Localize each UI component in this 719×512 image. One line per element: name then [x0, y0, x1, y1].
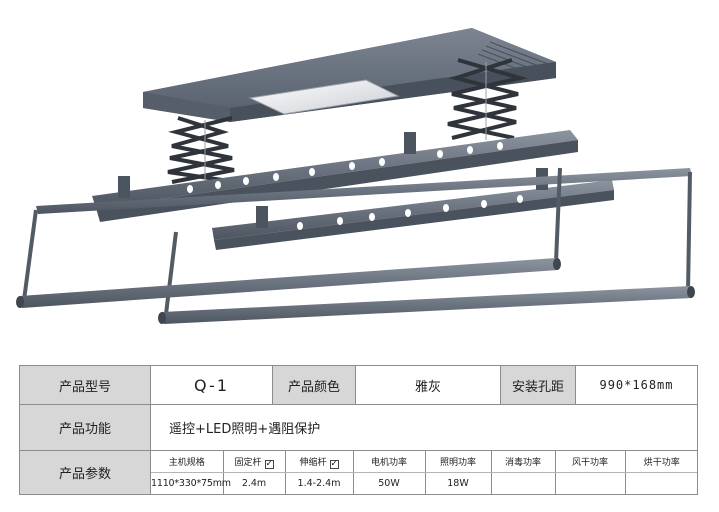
param-name-air-dry-power: 风干功率 [554, 451, 625, 473]
param-value-light-power: 18W [424, 472, 491, 494]
params-names-row: 主机规格 固定杆✓ 伸缩杆✓ 电机功率 照明功率 消毒功率 风干功率 烘干功率 [151, 451, 698, 473]
params-subtable: 主机规格 固定杆✓ 伸缩杆✓ 电机功率 照明功率 消毒功率 风干功率 烘干功率 … [151, 451, 698, 494]
params-label: 产品参数 [19, 450, 151, 495]
drying-rods [16, 167, 695, 324]
param-value-telescopic-rod: 1.4-2.4m [284, 472, 353, 494]
param-value-sterilize-power [490, 472, 555, 494]
hole-distance-label: 安装孔距 [500, 365, 576, 405]
scissor-arm-left [167, 116, 237, 184]
model-label: 产品型号 [19, 365, 151, 405]
spec-row-function: 产品功能 遥控+LED照明+遇阻保护 [19, 404, 698, 451]
spec-row-basic: 产品型号 Q-1 产品颜色 雅灰 安装孔距 990*168mm [19, 365, 698, 405]
drying-rack-product-image [16, 28, 695, 324]
color-label: 产品颜色 [272, 365, 356, 405]
hole-distance-value: 990*168mm [575, 365, 698, 405]
param-value-motor-power: 50W [352, 472, 425, 494]
params-values-row: 1110*330*75mm 2.4m 1.4-2.4m 50W 18W [151, 472, 698, 494]
param-value-host-size: 1110*330*75mm [151, 478, 231, 489]
spec-table: 产品型号 Q-1 产品颜色 雅灰 安装孔距 990*168mm 产品功能 遥控+… [19, 365, 698, 495]
model-value: Q-1 [150, 365, 273, 405]
param-name-telescopic-rod: 伸缩杆✓ [284, 451, 353, 473]
param-name-motor-power: 电机功率 [352, 451, 425, 473]
param-name-light-power: 照明功率 [424, 451, 491, 473]
param-name-fixed-rod: 固定杆✓ [222, 451, 285, 473]
led-light-panel [248, 79, 400, 115]
params-cell: 主机规格 固定杆✓ 伸缩杆✓ 电机功率 照明功率 消毒功率 风干功率 烘干功率 … [150, 450, 698, 495]
param-name-heat-dry-power: 烘干功率 [624, 451, 698, 473]
scissor-arm-right [447, 58, 528, 140]
function-value: 遥控+LED照明+遇阻保护 [150, 404, 698, 451]
spec-row-params: 产品参数 主机规格 固定杆✓ 伸缩杆✓ 电机功率 照明功率 消毒功率 风干功率 … [19, 450, 698, 495]
param-value-fixed-rod: 2.4m [222, 472, 285, 494]
checkbox-checked-icon: ✓ [264, 458, 274, 469]
param-value-heat-dry-power [624, 472, 698, 494]
lower-beam [212, 168, 614, 250]
param-name-sterilize-power: 消毒功率 [490, 451, 555, 473]
color-value: 雅灰 [355, 365, 501, 405]
param-name-host-size: 主机规格 [151, 451, 223, 473]
checkbox-checked-icon: ✓ [329, 458, 339, 469]
main-housing [143, 28, 556, 122]
param-value-air-dry-power [554, 472, 625, 494]
function-label: 产品功能 [19, 404, 151, 451]
